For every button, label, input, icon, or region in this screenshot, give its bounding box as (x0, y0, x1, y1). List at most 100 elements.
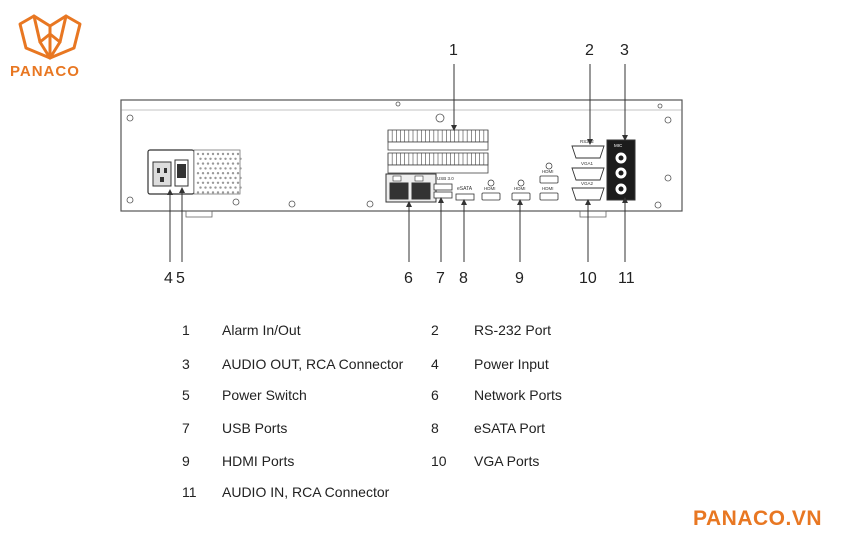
callout-11: 11 (618, 270, 635, 287)
legend-label: Power Input (474, 356, 549, 372)
grille-hole (226, 162, 230, 165)
grille-hole (221, 172, 225, 175)
callout-9: 9 (515, 270, 524, 287)
grille-hole (236, 191, 240, 194)
callout-7: 7 (436, 270, 445, 287)
footer-brand: PANACO.VN (693, 507, 822, 530)
legend-number: 6 (431, 387, 439, 403)
power-input-block (147, 149, 195, 195)
grille-hole (216, 172, 220, 175)
esata-port (455, 193, 475, 201)
audio-rca-block: MIC (606, 139, 636, 201)
grille-hole (204, 157, 207, 160)
grille-hole (209, 157, 212, 160)
grille-hole (229, 186, 232, 189)
grille-hole (226, 181, 230, 184)
grille-hole (214, 186, 217, 189)
grille-hole (196, 162, 200, 165)
grille-hole (204, 167, 207, 170)
callout-5: 5 (176, 270, 185, 287)
grille-hole (236, 152, 240, 156)
grille-hole (196, 191, 200, 194)
grille-hole (234, 186, 237, 189)
hdmi-panel-label-1: HDMI (484, 186, 496, 191)
legend-number: 9 (182, 453, 190, 469)
hdmi-panel-label-2: HDMI (514, 186, 526, 191)
grille-hole (239, 157, 242, 160)
grille-hole (201, 162, 205, 165)
legend-label: Power Switch (222, 387, 307, 403)
grille-hole (224, 186, 227, 189)
grille-hole (221, 162, 225, 165)
grille-hole (239, 186, 242, 189)
grille-hole (204, 186, 207, 189)
grille-hole (211, 181, 215, 184)
hdmi-ports (481, 175, 559, 201)
grille-hole (224, 176, 227, 180)
grille-hole (201, 172, 205, 175)
grille-hole (204, 176, 207, 180)
legend-number: 1 (182, 322, 190, 338)
legend-label: RS-232 Port (474, 322, 552, 338)
grille-hole (209, 176, 212, 180)
grille-hole (219, 176, 222, 180)
grille-hole (221, 191, 225, 194)
grille-hole (216, 191, 220, 194)
grille-hole (234, 157, 237, 160)
usb-panel-label: USB 3.0 (437, 176, 454, 181)
legend-label: AUDIO IN, RCA Connector (222, 484, 390, 500)
grille-hole (216, 162, 220, 165)
grille-hole (231, 191, 235, 194)
legend-number: 3 (182, 356, 190, 372)
grille-hole (231, 181, 235, 184)
grille-hole (234, 176, 237, 180)
grille-hole (229, 176, 232, 180)
grille-hole (209, 167, 212, 170)
rs232-panel-label: RS232 (580, 139, 594, 144)
grille-hole (206, 162, 210, 165)
grille-hole (196, 172, 200, 175)
logo-text: PANACO (10, 63, 80, 80)
grille-hole (219, 167, 222, 170)
grille-hole (216, 181, 220, 184)
legend-number: 4 (431, 356, 439, 372)
callout-3: 3 (620, 42, 629, 59)
grille-hole (236, 172, 240, 175)
grille-hole (219, 157, 222, 160)
legend-label: Network Ports (474, 387, 562, 403)
callout-8: 8 (459, 270, 468, 287)
nvr-rear-panel-diagram: USB 3.0 eSATA HDMI HDMI HDMI HDMI RS232 … (120, 64, 683, 262)
grille-hole (226, 172, 230, 175)
grille-hole (206, 152, 210, 156)
grille-hole (199, 157, 202, 160)
legend-label: AUDIO OUT, RCA Connector (222, 356, 404, 372)
grille-hole (239, 176, 242, 180)
legend-label: eSATA Port (474, 420, 546, 436)
panaco-book-logo-icon (18, 14, 82, 60)
grille-hole (234, 167, 237, 170)
grille-hole (196, 181, 200, 184)
legend-number: 10 (431, 453, 447, 469)
hdmi-panel-label-3: HDMI (542, 186, 554, 191)
legend-label: VGA Ports (474, 453, 540, 469)
callout-4: 4 (164, 270, 173, 287)
grille-hole (214, 167, 217, 170)
callout-6: 6 (404, 270, 413, 287)
network-ports (385, 173, 437, 203)
grille-hole (226, 191, 230, 194)
legend-label: HDMI Ports (222, 453, 295, 469)
grille-hole (231, 162, 235, 165)
grille-hole (201, 152, 205, 156)
grille-hole (199, 186, 202, 189)
grille-hole (214, 176, 217, 180)
grille-hole (201, 181, 205, 184)
grille-hole (199, 176, 202, 180)
grille-hole (221, 181, 225, 184)
grille-hole (231, 172, 235, 175)
grille-hole (219, 186, 222, 189)
callout-2: 2 (585, 42, 594, 59)
grille-hole (226, 152, 230, 156)
grille-hole (229, 167, 232, 170)
callout-1: 1 (449, 42, 458, 59)
vga1-panel-label: VGA1 (581, 161, 594, 166)
